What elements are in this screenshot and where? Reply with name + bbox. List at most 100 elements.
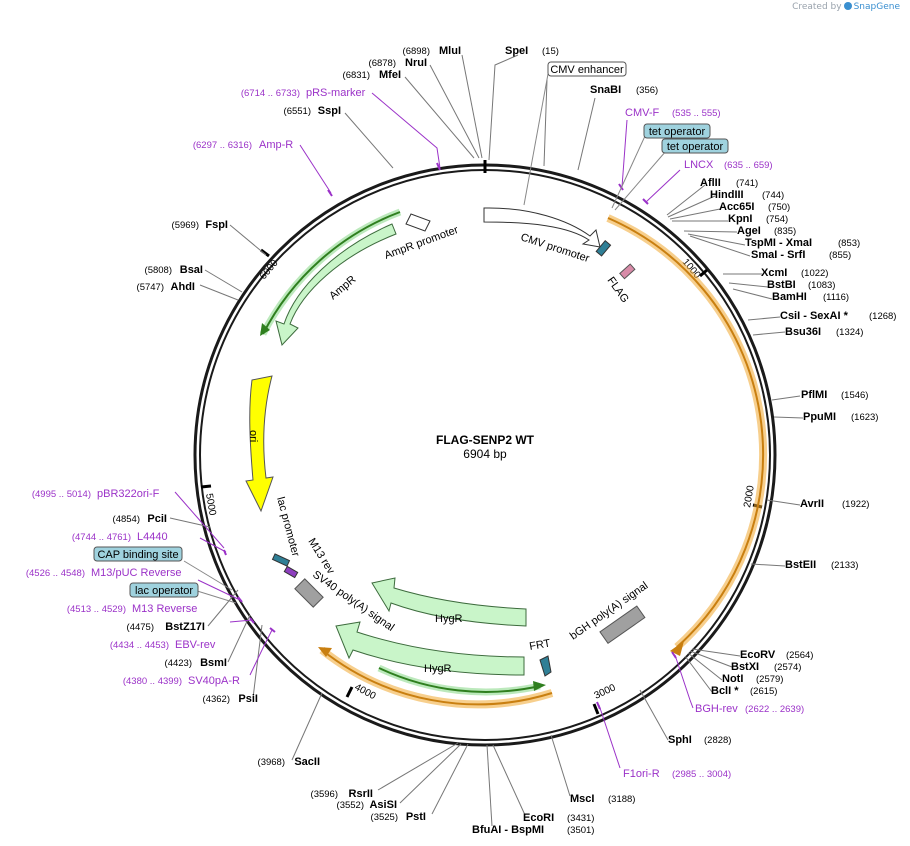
enzyme-name: BamHI	[772, 291, 807, 303]
enzyme-pos: (1268)	[869, 311, 896, 322]
hygr-label-lower: HygR	[424, 663, 452, 675]
enzyme-name: BstZ17I	[165, 621, 205, 633]
enzyme-leaders	[169, 54, 804, 827]
lac-operator-box	[129, 582, 199, 598]
tet-operator-block	[595, 240, 612, 257]
enzyme-pos: (741)	[736, 178, 758, 189]
lac-promoter-label: lac promoter	[274, 496, 302, 558]
enzyme-name: BfuAI - BspMI	[472, 824, 544, 836]
enzyme-pos: (2564)	[786, 650, 813, 661]
primer-name: L4440	[137, 531, 168, 543]
primer-pos: (2622 .. 2639)	[745, 704, 804, 715]
cmv-enhancer-box	[547, 61, 627, 77]
enzyme-pos: (853)	[838, 238, 860, 249]
enzyme-name: PstI	[406, 811, 426, 823]
primer-name: M13/pUC Reverse	[91, 567, 181, 579]
enzyme-name: EcoRI	[523, 812, 554, 824]
enzyme-name: PflMI	[801, 389, 827, 401]
enzyme-pos: (1623)	[851, 412, 878, 423]
primer-name: EBV-rev	[175, 639, 216, 651]
sv40-polya-block	[294, 578, 324, 608]
enzyme-name: PpuMI	[803, 411, 836, 423]
lac-operator-block	[271, 553, 291, 567]
enzyme-pos: (3431)	[567, 813, 594, 824]
enzyme-name: RsrII	[349, 788, 373, 800]
enzyme-pos: (356)	[636, 85, 658, 96]
m13-primer-block	[283, 565, 299, 579]
cmv-promoter-label: CMV promoter	[519, 231, 591, 265]
ampr-thin-arrow	[260, 323, 270, 336]
enzyme-pos: (1083)	[808, 280, 835, 291]
primer-pos: (6297 .. 6316)	[193, 140, 252, 151]
enzyme-name: FspI	[205, 219, 228, 231]
enzyme-pos: (3501)	[567, 825, 594, 836]
enzyme-pos: (1324)	[836, 327, 863, 338]
enzyme-name: AsiSI	[369, 799, 397, 811]
enzyme-pos: (4854)	[113, 514, 140, 525]
plasmid-length: 6904 bp	[463, 447, 507, 461]
enzyme-name: AgeI	[737, 225, 761, 237]
hygr-arrow-upper	[371, 577, 527, 627]
hygr-label-upper: HygR	[435, 613, 463, 625]
enzyme-pos: (3525)	[371, 812, 398, 823]
flag-label: FLAG	[605, 275, 631, 305]
primer-name: SV40pA-R	[188, 675, 240, 687]
enzyme-pos: (4362)	[203, 694, 230, 705]
enzyme-name: AvrII	[800, 498, 824, 510]
enzyme-name: SspI	[318, 105, 341, 117]
lac-operator-label: lac operator	[135, 585, 193, 597]
enzyme-pos: (5808)	[145, 265, 172, 276]
enzyme-pos: (3188)	[608, 794, 635, 805]
tick-3000	[592, 703, 600, 715]
enzyme-pos: (3552)	[337, 800, 364, 811]
cap-binding-site-box	[93, 546, 183, 562]
enzyme-pos: (1546)	[841, 390, 868, 401]
ampr-arrow	[275, 223, 397, 347]
enzyme-name: PciI	[147, 513, 167, 525]
orange-feature-bottom-arrow	[318, 647, 332, 657]
enzyme-pos: (1922)	[842, 499, 869, 510]
enzyme-pos: (6551)	[284, 106, 311, 117]
enzyme-pos: (1116)	[823, 292, 849, 303]
enzyme-pos: (15)	[542, 46, 559, 57]
enzyme-name: BstBI	[767, 279, 796, 291]
primer-pos: (535 .. 555)	[672, 108, 721, 119]
tet-operator-box-1	[643, 123, 711, 139]
enzyme-name: SacII	[294, 756, 320, 768]
enzyme-name: CsiI - SexAI *	[780, 310, 849, 322]
enzyme-pos: (1022)	[801, 268, 828, 279]
primer-pos: (4526 .. 4548)	[26, 568, 85, 579]
enzyme-pos: (2615)	[750, 686, 777, 697]
enzyme-name: EcoRV	[740, 649, 776, 661]
enzyme-name: HindIII	[710, 189, 744, 201]
primer-pos: (4434 .. 4453)	[110, 640, 169, 651]
primer-name: M13 Reverse	[132, 603, 197, 615]
tick-5000	[200, 484, 212, 489]
primer-name: BGH-rev	[695, 703, 738, 715]
enzyme-name: SpeI	[505, 45, 528, 57]
primer-pos: (6714 .. 6733)	[241, 88, 300, 99]
boxed-features: CMV enhancer tet operator tet operator C…	[93, 61, 729, 598]
enzyme-name: SmaI - SrfI	[751, 249, 805, 261]
plasmid-name: FLAG-SENP2 WT	[436, 433, 535, 447]
ampr-promoter-arrow	[405, 213, 431, 232]
enzyme-pos: (2828)	[704, 735, 731, 746]
tick-label-5000: 5000	[203, 493, 218, 517]
primer-leaders	[174, 92, 694, 769]
cmv-enhancer-label: CMV enhancer	[550, 64, 624, 76]
primer-name: Amp-R	[259, 139, 293, 151]
enzyme-pos: (754)	[766, 214, 788, 225]
orange-feature-right-arrow	[670, 641, 684, 656]
enzyme-name: PsiI	[238, 693, 258, 705]
enzyme-pos: (6878)	[369, 58, 396, 69]
enzyme-pos: (5969)	[172, 220, 199, 231]
tet-operator-label-1: tet operator	[649, 126, 706, 138]
tick-label-2000: 2000	[742, 484, 757, 508]
cmv-promoter-arrow	[483, 207, 601, 248]
enzyme-name: AhdI	[171, 281, 195, 293]
enzyme-name: MscI	[570, 793, 594, 805]
enzyme-name: TspMI - XmaI	[745, 237, 812, 249]
tet-operator-box-2	[661, 138, 729, 154]
enzyme-name: SphI	[668, 734, 692, 746]
